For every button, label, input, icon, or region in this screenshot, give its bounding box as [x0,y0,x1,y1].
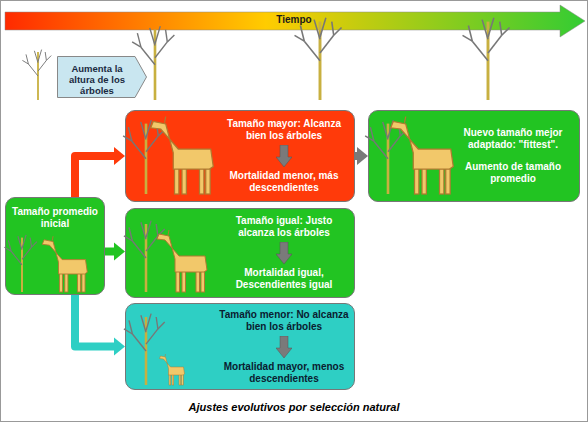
connector-arrow [75,147,125,197]
connector-arrow [355,147,368,165]
callout-arrow-box: Aumenta la altura de los árboles [57,56,147,102]
outcome-box: Tamaño menor: No alcanza bien los árbole… [125,303,355,390]
outcome-box: Tamaño mayor: Alcanza bien los árbolesMo… [125,110,355,202]
timeline-label: Tiempo [0,14,588,25]
node-body: Mortalidad menor, más descendientes [218,170,350,194]
text-column: Tamaño igual: Justo alcanza los árbolesM… [218,213,350,293]
down-arrow [276,145,292,167]
down-arrow [276,336,292,358]
node-heading: Nuevo tamaño mejor adaptado: "fittest". [451,127,575,151]
start-box: Tamaño promedio inicial [5,197,105,295]
text-column: Nuevo tamaño mejor adaptado: "fittest". A… [451,115,575,197]
result-box: Nuevo tamaño mejor adaptado: "fittest". A… [368,110,580,202]
node-body: Mortalidad igual, Descendientes igual [218,267,350,291]
node-heading: Aumenta la altura de los árboles [61,63,133,96]
node-heading: Tamaño promedio inicial [10,206,100,230]
node-body: Aumento de tamaño promedio [451,161,575,185]
node-heading: Tamaño menor: No alcanza bien los árbole… [218,309,350,333]
text-column: Tamaño promedio inicial [10,206,100,230]
connector-arrow [105,243,125,261]
node-heading: Tamaño igual: Justo alcanza los árboles [218,215,350,239]
node-heading: Tamaño mayor: Alcanza bien los árboles [218,118,350,142]
text-column: Tamaño mayor: Alcanza bien los árbolesMo… [218,115,350,197]
outcome-box: Tamaño igual: Justo alcanza los árbolesM… [125,208,355,298]
text-column: Aumenta la altura de los árboles [61,58,133,100]
text-column: Tamaño menor: No alcanza bien los árbole… [218,308,350,385]
down-arrow [276,242,292,264]
caption: Ajustes evolutivos por selección natural [0,401,588,413]
connector-arrow [75,295,125,356]
node-body: Mortalidad mayor, menos descendientes [218,361,350,385]
